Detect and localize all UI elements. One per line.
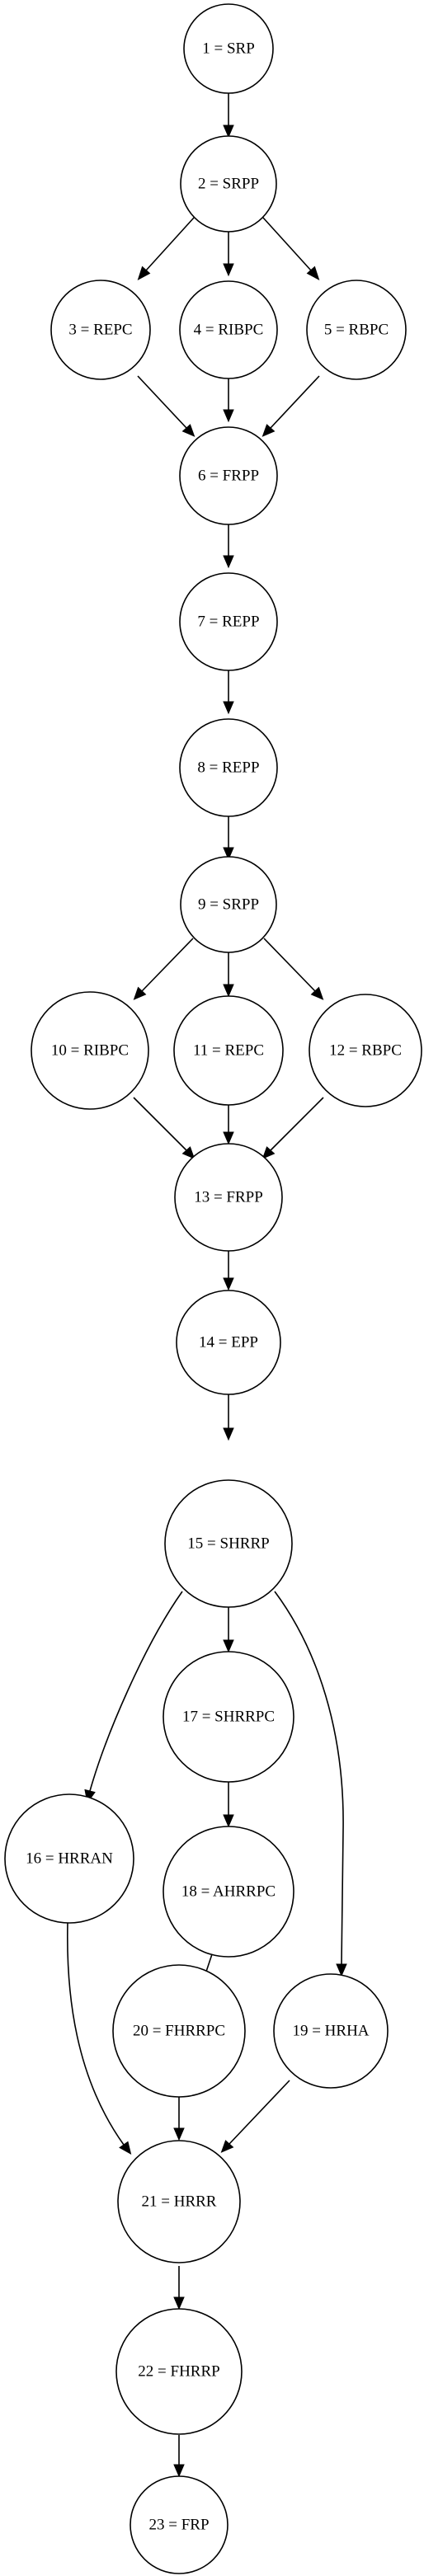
edges-layer [66,93,347,2478]
node-label: 15 = SHRRP [187,1535,269,1553]
edge-9-to-11 [223,952,234,998]
edge-2-to-4 [223,232,234,277]
node-label: 13 = FRPP [194,1189,263,1206]
edge-10-to-13 [133,1097,196,1159]
edge-1-to-2 [223,93,234,139]
edge-8-to-9 [223,816,234,861]
node-16: 16 = HRRAN [4,1793,134,1924]
node-label: 7 = REPP [197,613,259,631]
node-label: 23 = FRP [148,2517,209,2534]
node-label: 9 = SRPP [198,896,259,914]
edge-21-to-22 [173,2266,185,2310]
node-21: 21 = HRRR [117,2140,241,2263]
node-label: 11 = REPC [193,1042,264,1060]
edge-2-to-3 [137,217,195,281]
node-1: 1 = SRP [183,3,274,94]
edge-3-to-6 [137,375,196,437]
edge-15-to-17 [223,1607,234,1653]
node-label: 22 = FHRRP [138,2363,219,2381]
node-10: 10 = RIBPC [31,991,149,1110]
node-17: 17 = SHRRPC [163,1651,294,1783]
node-label: 10 = RIBPC [51,1042,129,1060]
edge-4-to-6 [223,378,234,423]
edge-11-to-13 [223,1101,234,1145]
node-label: 3 = REPC [68,322,132,339]
node-label: 21 = HRRR [142,2193,217,2211]
edge-13-to-14 [223,1248,234,1291]
node-23: 23 = FRP [130,2475,228,2574]
edge-5-to-6 [261,375,320,437]
node-11: 11 = REPC [173,995,284,1106]
edge-22-to-23 [173,2435,185,2478]
node-13: 13 = FRPP [174,1143,283,1252]
nodes-layer: 1 = SRP 2 = SRPP 3 = REPC 4 = RIBPC 5 = … [4,3,422,2574]
node-20: 20 = FHRRPC [112,1964,246,2098]
node-label: 12 = RBPC [329,1042,402,1060]
node-label: 16 = HRRAN [26,1850,113,1868]
node-label: 8 = REPP [197,759,259,777]
node-9: 9 = SRPP [180,856,277,953]
node-label: 20 = FHRRPC [133,2023,225,2040]
node-label: 19 = HRHA [292,2023,369,2040]
node-label: 14 = EPP [199,1334,258,1351]
node-4: 4 = RIBPC [179,280,278,379]
edge-14-to-15 [223,1394,234,1441]
node-label: 1 = SRP [202,40,255,58]
node-label: 5 = RBPC [324,322,389,339]
node-label: 6 = FRPP [198,468,259,485]
node-22: 22 = FHRRP [115,2308,243,2435]
node-15: 15 = SHRRP [164,1479,293,1608]
edge-20-to-21 [173,2096,185,2141]
edge-9-to-10 [133,938,194,1000]
node-label: 18 = AHRRPC [181,1883,276,1901]
node-18: 18 = AHRRPC [163,1826,294,1958]
node-12: 12 = RBPC [309,994,422,1107]
edge-2-to-5 [262,217,320,281]
node-7: 7 = REPP [179,572,278,671]
edge-7-to-8 [223,670,234,715]
node-6: 6 = FRPP [179,426,278,525]
node-19: 19 = HRHA [273,1973,389,2089]
edge-9-to-12 [263,938,324,1000]
node-14: 14 = EPP [176,1290,281,1395]
node-8: 8 = REPP [179,718,278,817]
edge-15-to-19 [274,1591,347,1977]
edge-16-to-21 [66,1922,132,2155]
node-label: 2 = SRPP [198,176,259,193]
edge-6-to-7 [223,524,234,569]
node-5: 5 = RBPC [306,280,407,380]
edge-19-to-21 [220,2080,290,2153]
node-3: 3 = REPC [50,280,151,380]
node-label: 17 = SHRRPC [182,1709,275,1726]
node-label: 4 = RIBPC [194,322,264,339]
edge-12-to-13 [261,1097,324,1159]
edge-17-to-18 [223,1782,234,1828]
node-2: 2 = SRPP [180,135,277,233]
